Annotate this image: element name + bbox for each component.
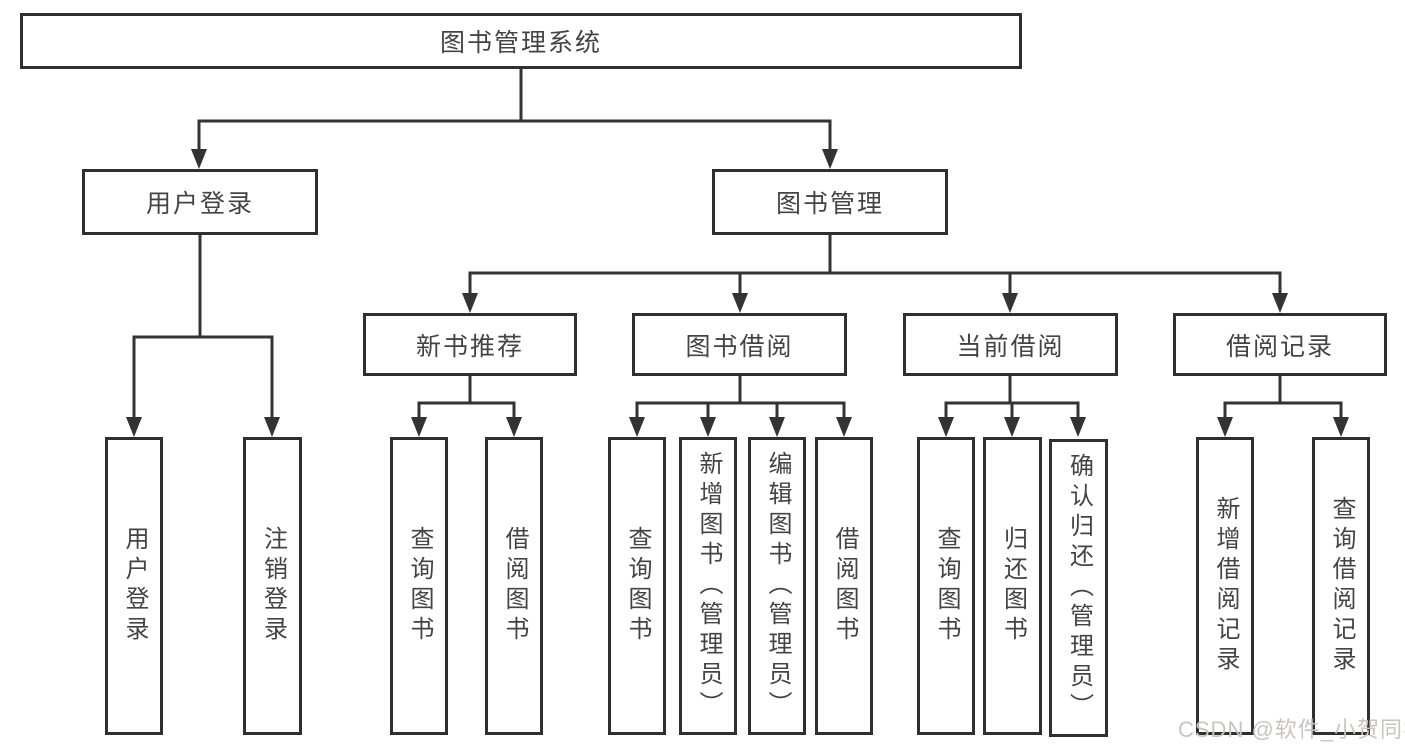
leaf-borrow-borrow-books: 借阅图书 xyxy=(815,437,873,735)
leaf-current-return-book: 归还图书 xyxy=(983,437,1042,735)
leaf-borrow-query-books: 查询图书 xyxy=(608,437,666,735)
node-borrowing-records: 借阅记录 xyxy=(1173,313,1387,376)
leaf-borrow-edit-book-admin: 编辑图书（管理员） xyxy=(748,437,806,735)
leaf-borrow-add-book-admin: 新增图书（管理员） xyxy=(679,437,737,735)
leaf-user-login: 用户登录 xyxy=(105,437,163,735)
node-book-management: 图书管理 xyxy=(712,169,948,235)
node-book-borrowing: 图书借阅 xyxy=(632,313,847,376)
arrowheads xyxy=(126,149,1349,437)
node-user-login: 用户登录 xyxy=(82,169,318,235)
leaf-current-confirm-return-admin: 确认归还（管理员） xyxy=(1049,439,1108,737)
csdn-watermark: CSDN @软件_小贺同学 xyxy=(1178,717,1405,742)
leaf-current-query-books: 查询图书 xyxy=(917,437,975,735)
leaf-logout: 注销登录 xyxy=(243,437,302,735)
node-new-book-recommendation: 新书推荐 xyxy=(363,313,577,376)
node-root-system: 图书管理系统 xyxy=(20,13,1022,69)
leaf-records-add-record: 新增借阅记录 xyxy=(1196,437,1254,735)
leaf-recommend-query-books: 查询图书 xyxy=(390,437,448,735)
node-current-borrowing: 当前借阅 xyxy=(903,313,1118,376)
leaf-recommend-borrow-books: 借阅图书 xyxy=(485,437,543,735)
leaf-records-query-record: 查询借阅记录 xyxy=(1312,437,1370,735)
